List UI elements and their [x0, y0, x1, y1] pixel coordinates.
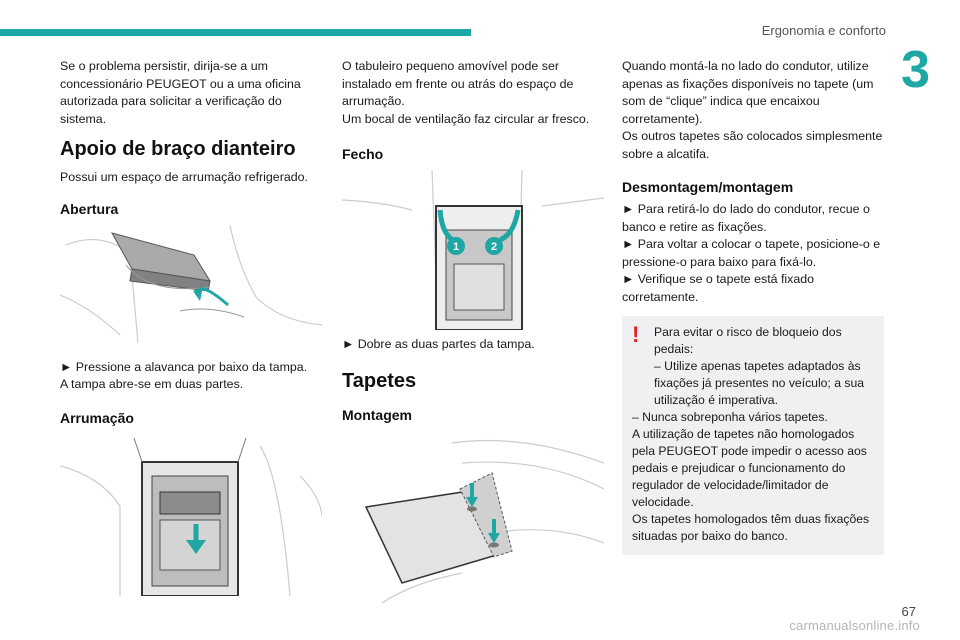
page-header-title: Ergonomia e conforto	[761, 23, 886, 38]
mat-mounting-illustration	[364, 439, 604, 603]
page-number: 67	[901, 604, 916, 619]
section-title-tapetes: Tapetes	[342, 369, 417, 392]
col1-intro: Se o problema persistir, dirija-se a um …	[60, 59, 301, 126]
arrow-icon	[186, 523, 206, 554]
column-3: Quando montá-la no lado do condutor, uti…	[622, 58, 884, 555]
step-badge-1: 1	[453, 241, 459, 253]
warning-line-3: – Nunca sobreponha vários tapetes.	[632, 410, 828, 424]
heading-arrumacao: Arrumação	[60, 409, 134, 426]
heading-desmontagem: Desmontagem/montagem	[622, 179, 794, 195]
warning-line-4: A utilização de tapetes não homologados …	[632, 427, 867, 509]
warning-callout: ! Para evitar o risco de bloqueio dos pe…	[622, 316, 884, 555]
storage-illustration	[60, 437, 322, 596]
warning-line-5: Os tapetes homologados têm duas fixações…	[632, 512, 870, 543]
chapter-number: 3	[901, 41, 930, 99]
step-badge-2: 2	[491, 241, 497, 253]
warning-exclamation-icon: !	[632, 322, 640, 347]
section-title-armrest: Apoio de braço dianteiro	[60, 138, 296, 160]
heading-abertura: Abertura	[60, 200, 119, 217]
armrest-opening-illustration	[60, 224, 322, 343]
heading-montagem: Montagem	[342, 406, 412, 423]
column-2: O tabuleiro pequeno amovível pode ser in…	[342, 58, 604, 603]
desm-step-1: ► Para retirá-lo do lado do condutor, re…	[622, 202, 870, 234]
warning-line-1: Para evitar o risco de bloqueio dos peda…	[654, 325, 842, 356]
armrest-subtitle: Possui um espaço de arrumação refrigerad…	[60, 170, 308, 184]
desm-step-2: ► Para voltar a colocar o tapete, posici…	[622, 237, 881, 269]
arrow-icon	[196, 286, 229, 306]
col2-intro-1: O tabuleiro pequeno amovível pode ser in…	[342, 59, 574, 108]
arrow-icon	[498, 209, 521, 243]
heading-fecho: Fecho	[342, 146, 384, 162]
col2-intro-2: Um bocal de ventilação faz circular ar f…	[342, 111, 590, 126]
abertura-step: ► Pressione a alavanca por baixo da tamp…	[60, 359, 308, 374]
desm-step-3: ► Verifique se o tapete está fixado corr…	[622, 272, 815, 304]
arrow-icon	[466, 482, 478, 507]
abertura-result: A tampa abre-se em duas partes.	[60, 377, 244, 391]
arrow-icon	[488, 518, 500, 543]
watermark: carmanualsonline.info	[789, 618, 920, 633]
col3-intro-2: Os outros tapetes são colocados simplesm…	[622, 129, 883, 161]
column-1: Se o problema persistir, dirija-se a um …	[60, 58, 322, 596]
col3-intro-1: Quando montá-la no lado do condutor, uti…	[622, 59, 874, 126]
closing-illustration: 1 2	[342, 170, 604, 330]
header-accent-bar	[0, 29, 471, 36]
fecho-step: ► Dobre as duas partes da tampa.	[342, 337, 535, 351]
warning-line-2: – Utilize apenas tapetes adaptados às fi…	[654, 359, 865, 407]
